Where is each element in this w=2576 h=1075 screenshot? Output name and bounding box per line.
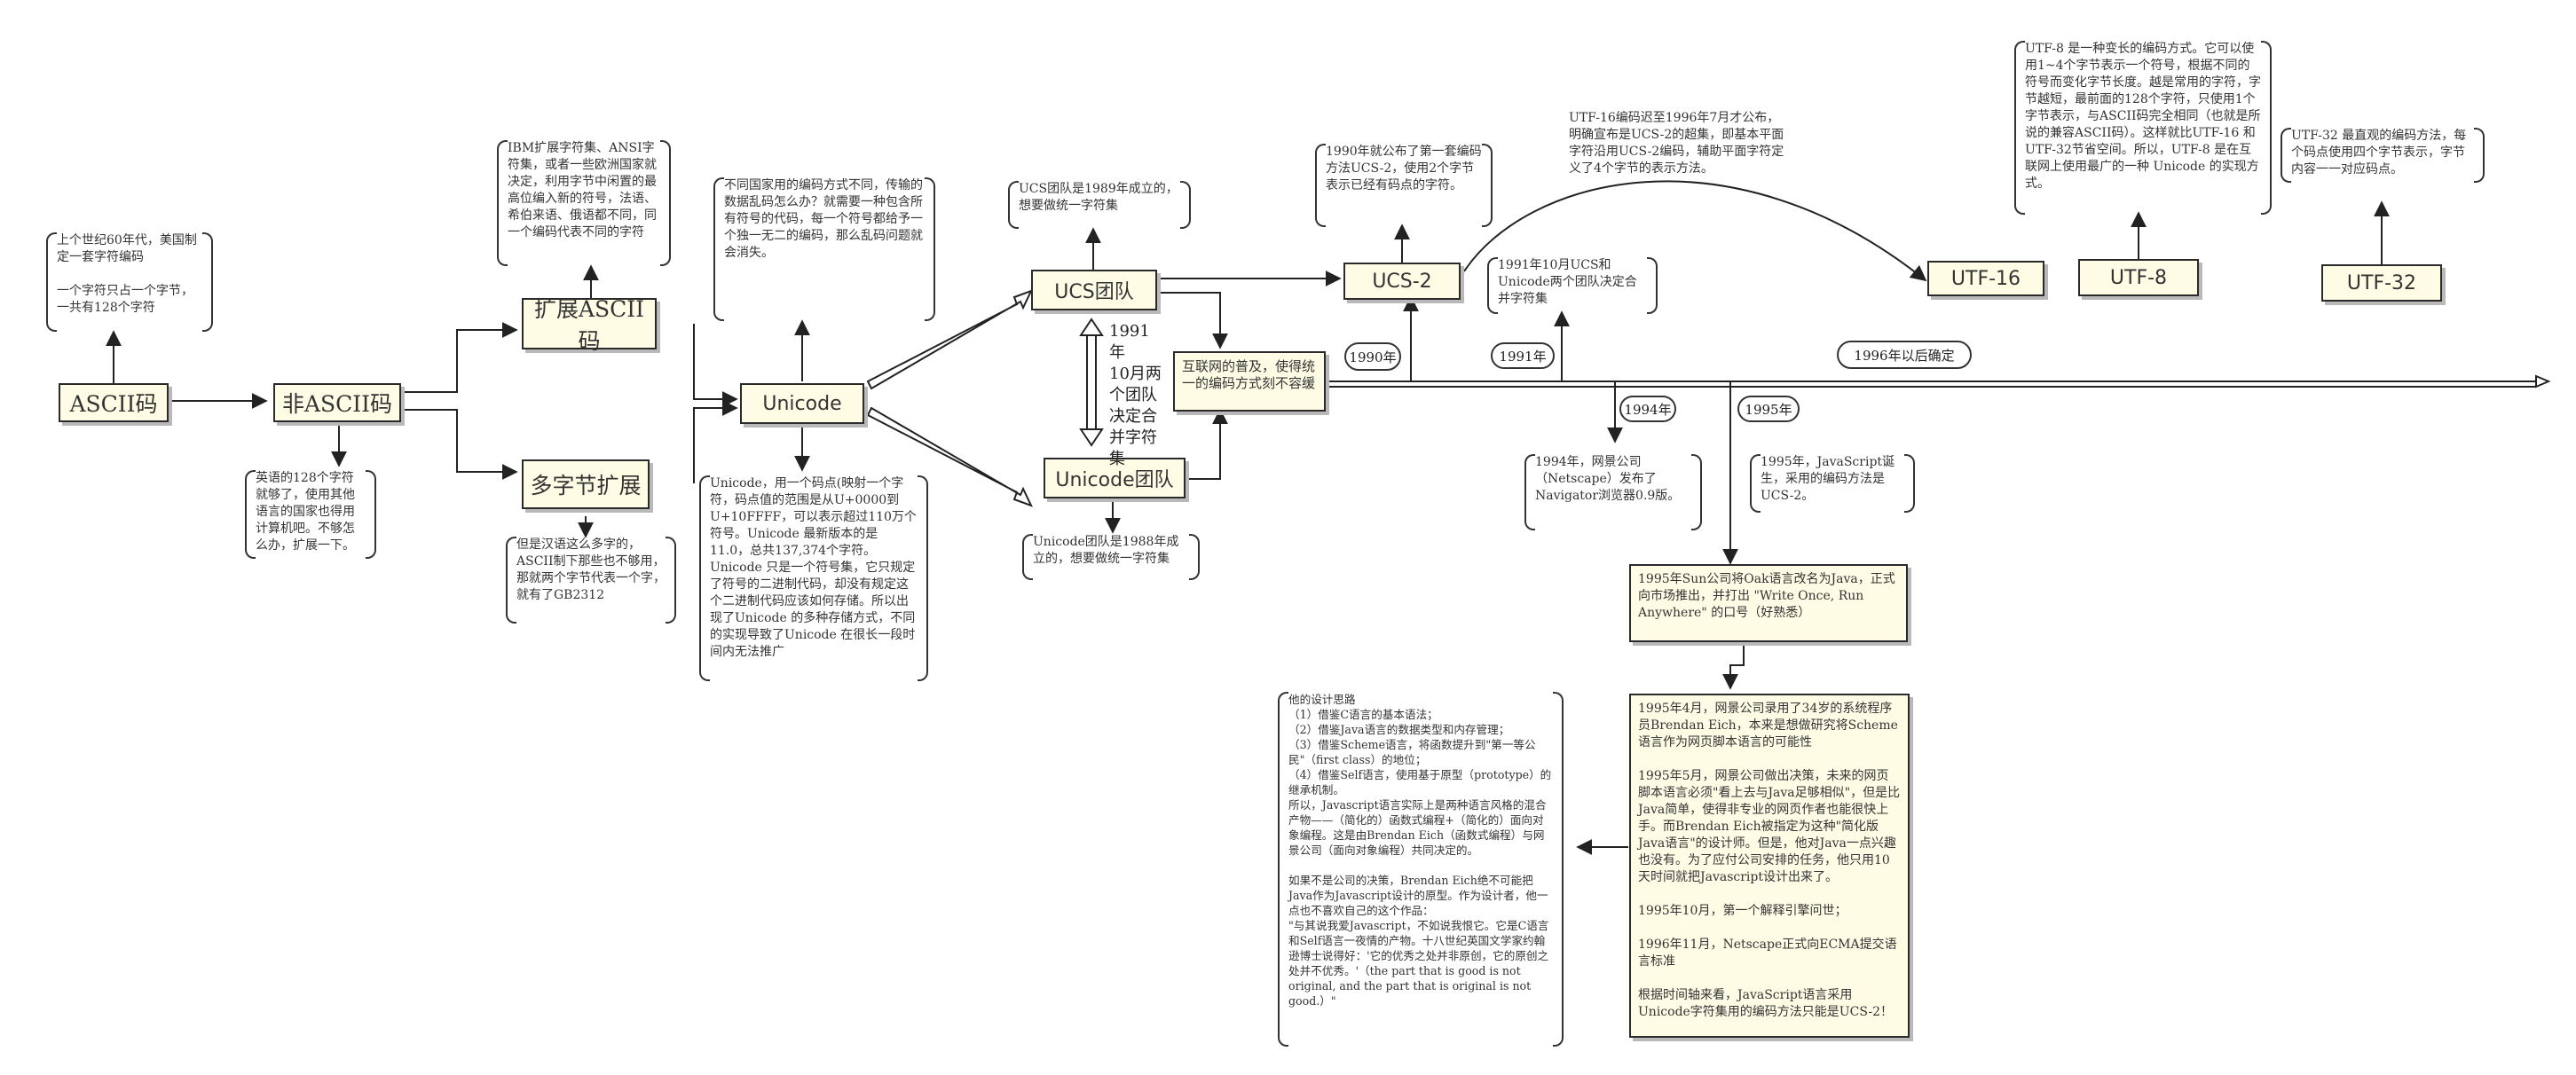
note-unicode-team: Unicode团队是1988年成立的，想要做统一字符集 bbox=[1022, 534, 1200, 580]
note-utf32: UTF-32 最直观的编码方法，每个码点使用四个字节表示，字节内容一一对应码点。 bbox=[2281, 128, 2485, 183]
note-non-ascii: 英语的128个字符就够了，使用其他语言的国家也得用计算机吧。不够怎么办，扩展一下… bbox=[245, 470, 376, 559]
node-internet[interactable]: 互联网的普及，使得统一的编码方式刻不容缓 bbox=[1173, 351, 1326, 412]
note-ext-ascii: IBM扩展字符集、ANSI字符集，或者一些欧洲国家就决定，利用字节中闲置的最高位… bbox=[497, 140, 671, 266]
note-utf8: UTF-8 是一种变长的编码方式。它可以使用1~4个字节表示一个符号，根据不同的… bbox=[2014, 41, 2272, 215]
merge-arrow-top bbox=[1079, 318, 1104, 336]
node-ucs-team[interactable]: UCS团队 bbox=[1031, 270, 1157, 310]
merge-arrow-bottom bbox=[1079, 428, 1104, 447]
node-unicode[interactable]: Unicode bbox=[740, 383, 864, 424]
note-unicode-bottom: Unicode，用一个码点(映射一个字符，码点值的范围是从U+0000到U+10… bbox=[699, 475, 928, 681]
node-ascii[interactable]: ASCII码 bbox=[59, 383, 169, 422]
node-ucs2[interactable]: UCS-2 bbox=[1343, 263, 1461, 300]
note-utf16: UTF-16编码迟至1996年7月才公布，明确宣布是UCS-2的超集，即基本平面… bbox=[1569, 111, 1784, 176]
node-ext-ascii[interactable]: 扩展ASCII码 bbox=[522, 296, 657, 354]
connector bbox=[1722, 642, 1745, 690]
timeline-after-1996: 1996年以后确定 bbox=[1837, 341, 1972, 369]
connector bbox=[401, 409, 518, 480]
node-utf8[interactable]: UTF-8 bbox=[2078, 259, 2199, 296]
double-arrow bbox=[866, 406, 1033, 507]
node-multibyte[interactable]: 多字节扩展 bbox=[522, 459, 650, 509]
timeline-1991: 1991年 bbox=[1491, 342, 1555, 369]
timeline-arrow-head bbox=[2535, 374, 2551, 388]
timeline-1990: 1990年 bbox=[1344, 342, 1401, 371]
connector bbox=[693, 400, 738, 483]
double-arrow bbox=[866, 289, 1033, 390]
note-multibyte: 但是汉语这么多字的，ASCII制下那些也不够用，那就两个字节代表一个字，就有了G… bbox=[506, 537, 676, 624]
box-sun-java: 1995年Sun公司将Oak语言改名为Java，正式向市场推出，并打出 "Wri… bbox=[1629, 564, 1908, 642]
note-merge: 1991年10月UCS和Unicode两个团队决定合并字符集 bbox=[1487, 257, 1658, 314]
connector bbox=[1157, 292, 1228, 349]
connector bbox=[693, 324, 738, 407]
node-utf32[interactable]: UTF-32 bbox=[2321, 264, 2442, 302]
merge-arrow-shaft bbox=[1086, 333, 1097, 432]
connector bbox=[401, 322, 518, 393]
box-js-history: 1995年4月，网景公司录用了34岁的系统程序员Brendan Eich，本来是… bbox=[1629, 694, 1910, 1038]
timeline-1995: 1995年 bbox=[1737, 396, 1800, 422]
note-design: 他的设计思路 （1）借鉴C语言的基本语法； （2）借鉴Java语言的数据类型和内… bbox=[1278, 692, 1564, 1047]
note-ascii: 上个世纪60年代，美国制定一套字符编码 一个字符只占一个字节，一共有128个字符 bbox=[46, 232, 213, 332]
note-ucs2: 1990年就公布了第一套编码方法UCS-2，使用2个字节表示已经有码点的字符。 bbox=[1315, 144, 1493, 227]
note-ucs-team: UCS团队是1989年成立的，想要做统一字符集 bbox=[1008, 181, 1191, 229]
note-netscape-1994: 1994年，网景公司（Netscape）发布了Navigator浏览器0.9版。 bbox=[1524, 454, 1702, 530]
node-utf16[interactable]: UTF-16 bbox=[1927, 261, 2044, 296]
timeline-1994: 1994年 bbox=[1619, 396, 1676, 422]
note-unicode-top: 不同国家用的编码方式不同，传输的数据乱码怎么办？就需要一种包含所有符号的代码，每… bbox=[713, 177, 935, 321]
node-non-ascii[interactable]: 非ASCII码 bbox=[273, 383, 401, 422]
merge-label: 1991年 10月两 个团队 决定合 并字符 集 bbox=[1109, 322, 1162, 468]
note-js-1995: 1995年，JavaScript诞生，采用的编码方法是UCS-2。 bbox=[1750, 454, 1915, 513]
node-unicode-team[interactable]: Unicode团队 bbox=[1044, 458, 1186, 498]
connector bbox=[1186, 408, 1228, 480]
connector bbox=[1463, 180, 1927, 282]
